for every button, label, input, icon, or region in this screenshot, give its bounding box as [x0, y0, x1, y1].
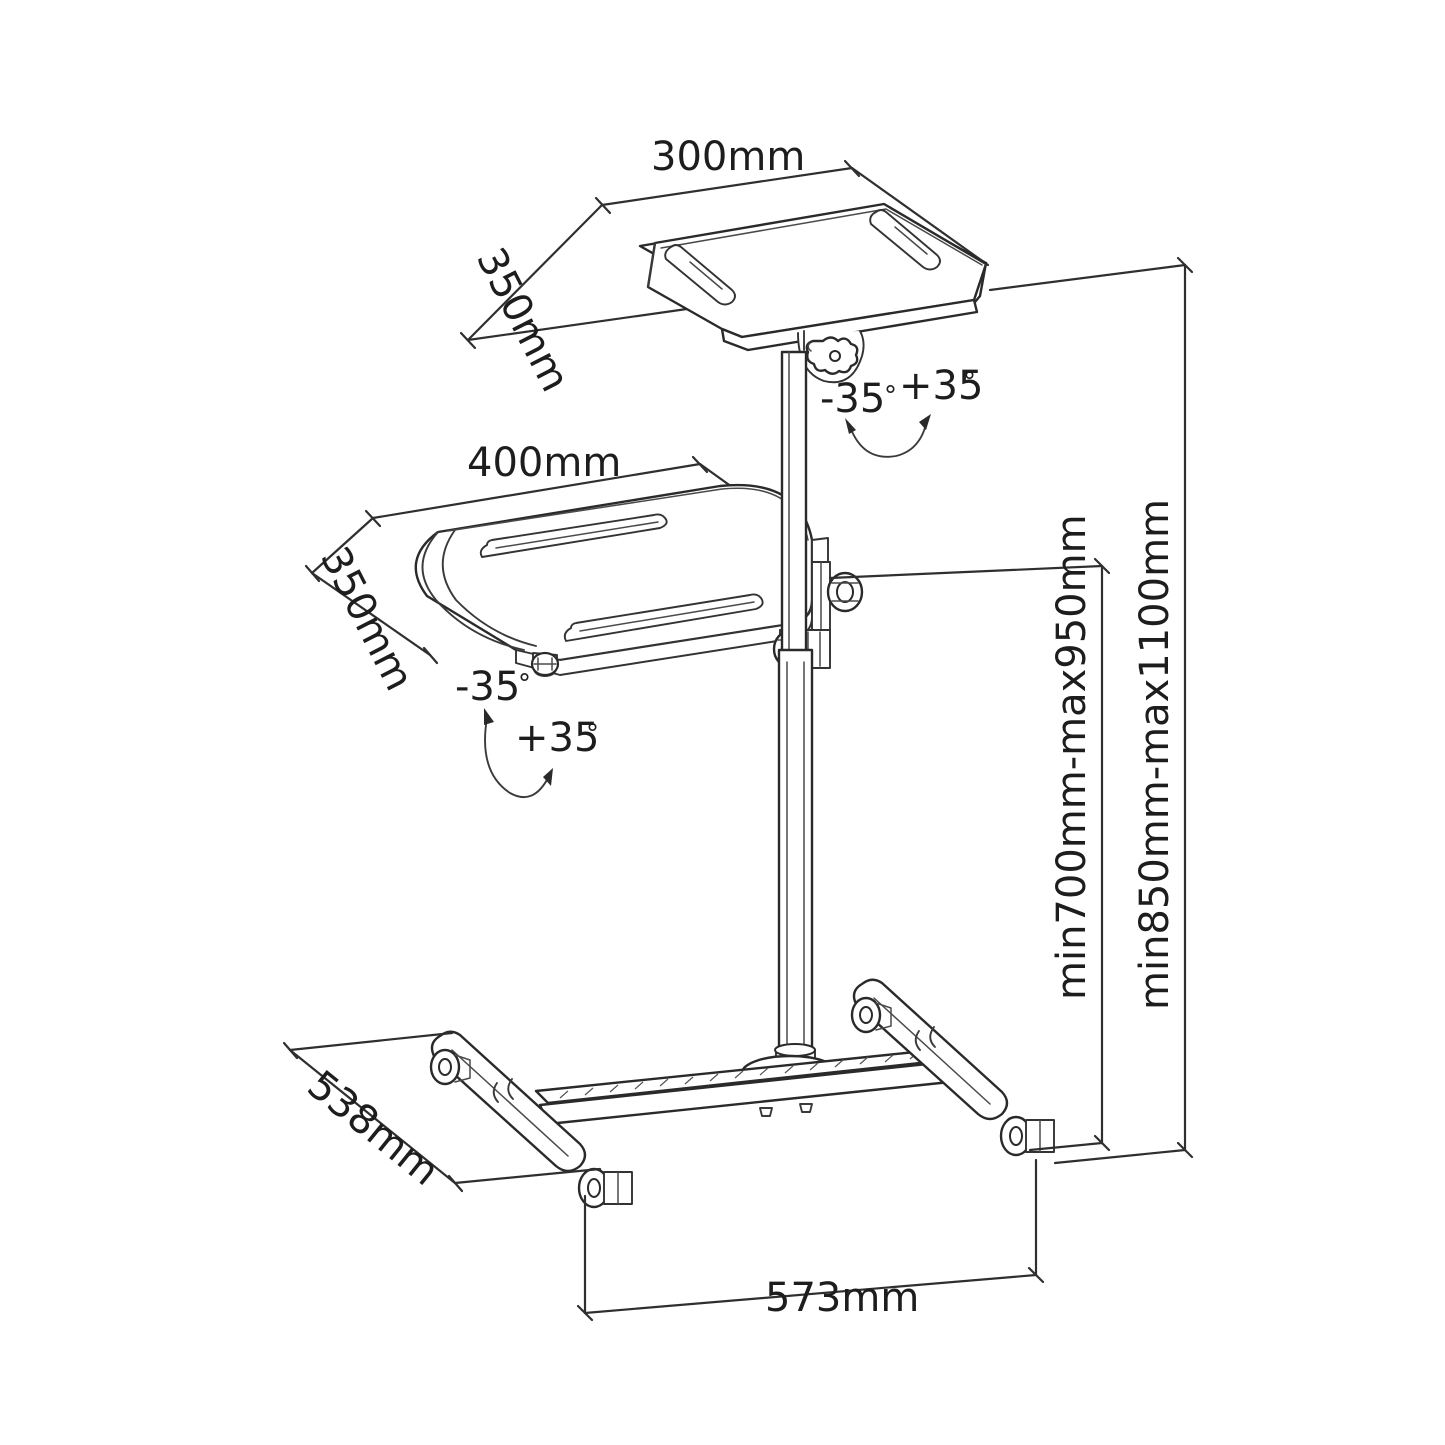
caster-back-right: [850, 996, 892, 1034]
height-outer-dimension: [988, 256, 1194, 1165]
mid-tilt-positive-degree: °: [586, 719, 599, 749]
mid-tilt-positive-label: +35: [515, 715, 599, 761]
middle-shelf-depth-label: 350mm: [311, 540, 422, 698]
mid-tilt-negative-degree: °: [518, 669, 531, 699]
arrow-head-down: [543, 768, 553, 786]
middle-shelf-front-pivot: [530, 651, 560, 677]
base-leg-right: [852, 978, 1009, 1121]
middle-shelf: [414, 483, 829, 676]
middle-shelf-tilt-annotation: -35 ° +35 °: [455, 664, 599, 798]
arrow-head-left: [845, 418, 856, 434]
base-depth-label: 538mm: [299, 1062, 448, 1195]
height-outer-label: min850mm-max1100mm: [1132, 499, 1178, 1010]
top-tilt-negative-degree: °: [884, 381, 897, 411]
top-tilt-positive-label: +35: [899, 363, 983, 409]
beam-hatching: [559, 1051, 919, 1099]
top-shelf-tilt-bracket: [797, 330, 865, 384]
base-width-label: 573mm: [765, 1275, 919, 1321]
top-shelf-depth-label: 350mm: [467, 241, 578, 399]
top-shelf-grip-strip-left: [664, 244, 736, 306]
middle-shelf-grip-strip-top: [479, 513, 668, 558]
middle-shelf-tilt-knob: [826, 571, 864, 613]
mid-tilt-negative-label: -35: [455, 664, 520, 710]
top-shelf-width-label: 300mm: [651, 134, 805, 180]
height-inner-label: min700mm-max950mm: [1049, 514, 1095, 1000]
caster-front-left: [577, 1167, 633, 1209]
top-tilt-negative-label: -35: [820, 376, 885, 422]
top-shelf: [638, 202, 988, 352]
arrow-head-right: [919, 414, 931, 430]
base-depth-dimension-frame: [282, 1031, 602, 1193]
height-inner-dimension: [828, 557, 1111, 1152]
top-shelf-tilt-knob: [805, 336, 859, 375]
top-tilt-positive-degree: °: [963, 367, 976, 397]
arrow-head-up: [484, 708, 494, 725]
base-frame: [429, 978, 1055, 1209]
top-shelf-dimension-frame: [459, 159, 990, 350]
top-shelf-tilt-annotation: -35 ° +35 °: [820, 363, 983, 458]
base-width-dimension-frame: [576, 1158, 1045, 1322]
top-shelf-grip-strip-right: [869, 209, 941, 271]
middle-shelf-width-label: 400mm: [467, 440, 621, 486]
caster-back-left: [429, 1048, 471, 1086]
caster-front-right: [999, 1115, 1055, 1157]
column: [774, 350, 816, 1073]
middle-shelf-grip-strip-bottom: [563, 593, 764, 642]
